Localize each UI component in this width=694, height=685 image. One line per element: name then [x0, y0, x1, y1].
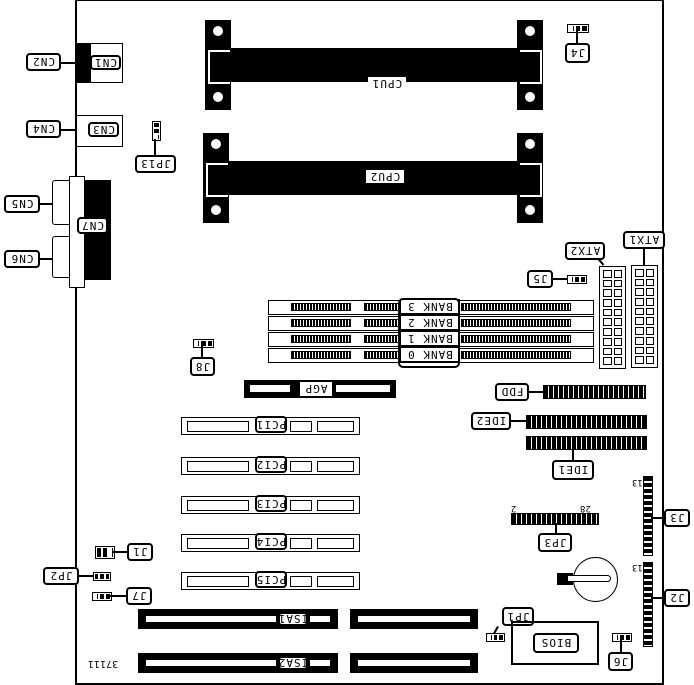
- pci-label: PCI1: [255, 416, 287, 433]
- j2-header: [643, 562, 653, 647]
- atx2-connector: [599, 266, 626, 369]
- pci-label: PCI3: [255, 495, 287, 512]
- j8-label: J8: [190, 357, 215, 376]
- j7-label: J7: [126, 587, 152, 605]
- atx1-label: ATX1: [623, 231, 665, 249]
- cn3-label: CN3: [88, 122, 119, 137]
- j5-label: J5: [527, 270, 553, 288]
- isa2-label: ISA2: [277, 656, 309, 670]
- motherboard-outline: [75, 0, 664, 685]
- j1-label: J1: [127, 543, 153, 561]
- isa1-slot-ext: [350, 609, 478, 629]
- cn5-label: CN5: [4, 195, 40, 213]
- agp-label: AGP: [300, 382, 332, 396]
- j5-jumper: [567, 275, 587, 284]
- j3-pin-label: 13: [632, 477, 643, 487]
- cn7-label: CN7: [77, 217, 108, 234]
- bios-chip: BIOS: [511, 621, 599, 665]
- bios-label: BIOS: [533, 633, 579, 653]
- j3-header: [643, 476, 653, 556]
- pci-slot-4: PCI4: [181, 533, 360, 552]
- bank-label-frame: [398, 298, 460, 368]
- cpu1-label: CPU1: [368, 77, 406, 90]
- j6-label: J6: [608, 652, 633, 671]
- cpu2-label: CPU2: [366, 170, 404, 183]
- fdd-label: FDD: [495, 383, 529, 401]
- fdd-header: [543, 385, 646, 399]
- cn1-label: CN1: [90, 55, 121, 70]
- pci-label: PCI4: [255, 533, 287, 550]
- cn2-label: CN2: [26, 53, 61, 71]
- j3-label: J3: [664, 509, 690, 527]
- cpu1-slot: CPU1: [205, 20, 543, 110]
- cn4-label: CN4: [26, 120, 61, 138]
- isa1-slot: ISA1: [138, 609, 338, 629]
- dimm-bank-1: BANK 1: [268, 331, 594, 347]
- ide1-label: IDE1: [552, 460, 594, 480]
- jp3-label: JP3: [538, 533, 572, 552]
- cpu2-slot: CPU2: [203, 133, 543, 223]
- dimm-bank-0: BANK 0: [268, 347, 594, 363]
- cn3-connector: [76, 115, 123, 147]
- pci-slot-2: PCI2: [181, 456, 360, 475]
- isa1-label: ISA1: [277, 612, 309, 626]
- pci-label: PCI2: [255, 456, 287, 473]
- ide1-header: [526, 436, 647, 450]
- j2-pin-label: 13: [632, 562, 643, 572]
- dimm-bank-3: BANK 3: [268, 299, 594, 315]
- pci-label: PCI5: [255, 571, 287, 588]
- dimm-bank-2: BANK 2: [268, 315, 594, 331]
- isa2-slot-ext: [350, 653, 478, 673]
- cn1-connector: [76, 43, 123, 83]
- j7-jumper: [92, 592, 112, 601]
- j4-label: J4: [565, 43, 590, 63]
- ide2-label: IDE2: [471, 412, 511, 430]
- j8-jumper: [193, 339, 214, 348]
- j2-label: J2: [664, 589, 690, 607]
- jp1-jumper: [486, 633, 505, 642]
- agp-slot: AGP: [244, 380, 396, 398]
- j4-jumper: [567, 24, 589, 33]
- jp13-jumper: [152, 121, 161, 141]
- j6-jumper: [612, 633, 632, 642]
- cn6-label: CN6: [4, 250, 40, 268]
- ide2-header: [526, 415, 647, 429]
- jp13-label: JP13: [135, 155, 176, 173]
- pci-slot-5: PCI5: [181, 571, 360, 590]
- j1-jumper: [95, 546, 115, 559]
- jp2-jumper: [93, 572, 111, 581]
- jp3-pin-right: 28: [580, 503, 591, 513]
- pci-slot-3: PCI3: [181, 495, 360, 514]
- isa2-slot: ISA2: [138, 653, 338, 673]
- jp2-label: JP2: [43, 567, 79, 585]
- board-id: 37111: [88, 658, 119, 669]
- jp3-pin-left: 2: [511, 503, 517, 513]
- pci-slot-1: PCI1: [181, 416, 360, 435]
- atx1-connector: [631, 265, 658, 368]
